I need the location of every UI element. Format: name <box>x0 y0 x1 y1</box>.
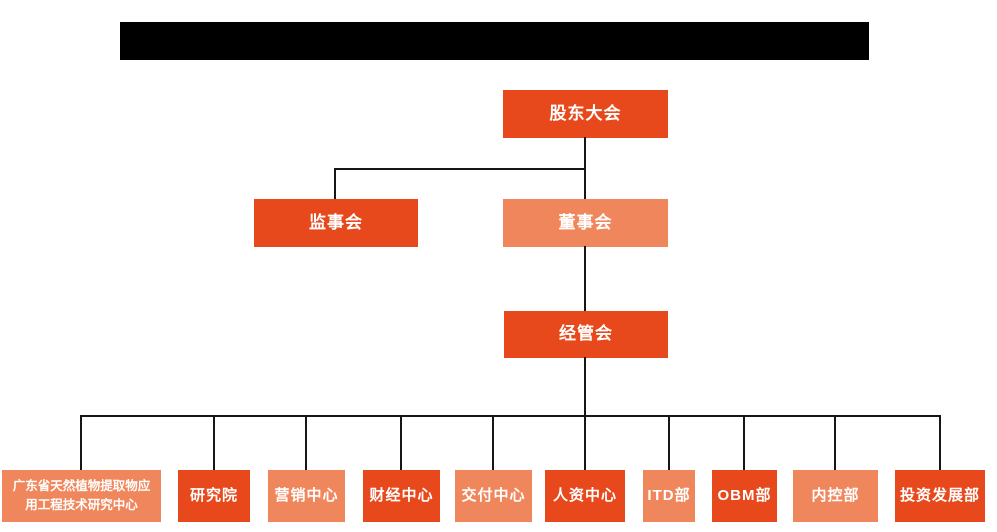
node-label: 营销中心 <box>274 486 339 504</box>
node-label: 监事会 <box>309 212 363 232</box>
node-label: OBM部 <box>717 486 772 504</box>
connector-supervisory-drop <box>334 168 336 200</box>
connector-drop-marketing-center <box>305 415 307 470</box>
node-label: 经管会 <box>559 324 613 344</box>
connector-drop-investment-development-dept <box>939 415 941 470</box>
node-label: ITD部 <box>647 486 691 504</box>
connector-department-rail <box>81 415 941 417</box>
node-label: 内控部 <box>811 486 860 504</box>
connector-management-down <box>584 357 586 470</box>
node-label: 人资中心 <box>552 486 617 504</box>
connector-drop-obm-dept <box>743 415 745 470</box>
org-node-dept-obm: OBM部 <box>712 470 777 522</box>
org-node-dept-hr-center: 人资中心 <box>545 470 625 522</box>
node-label: 股东大会 <box>549 103 622 123</box>
connector-drop-delivery-center <box>492 415 494 470</box>
org-node-management-committee: 经管会 <box>504 311 668 358</box>
org-node-dept-finance-center: 财经中心 <box>363 470 440 522</box>
org-node-dept-marketing-center: 营销中心 <box>268 470 345 522</box>
connector-drop-research-institute <box>213 415 215 470</box>
node-label: 广东省天然植物提取物应用工程技术研究中心 <box>12 479 151 512</box>
connector-drop-internal-control-dept <box>834 415 836 470</box>
node-label: 董事会 <box>558 212 613 232</box>
org-node-dept-itd: ITD部 <box>643 470 695 522</box>
org-node-dept-research-center: 广东省天然植物提取物应用工程技术研究中心 <box>2 470 161 522</box>
connector-branch-horizontal <box>335 168 586 170</box>
connector-drop-finance-center <box>400 415 402 470</box>
node-label: 研究院 <box>189 486 238 504</box>
connector-board-to-management <box>584 246 586 312</box>
node-label: 投资发展部 <box>899 486 980 504</box>
org-node-supervisory-board: 监事会 <box>254 199 418 247</box>
redacted-title-bar <box>120 22 869 60</box>
org-node-dept-internal-control: 内控部 <box>793 470 878 522</box>
org-node-dept-research-institute: 研究院 <box>178 470 250 522</box>
connector-drop-itd-dept <box>668 415 670 470</box>
org-node-shareholders-meeting: 股东大会 <box>503 90 668 138</box>
connector-drop-research-center <box>80 415 82 470</box>
org-node-board-of-directors: 董事会 <box>503 199 668 247</box>
org-node-dept-investment-development: 投资发展部 <box>895 470 985 522</box>
node-label: 财经中心 <box>369 486 434 504</box>
org-node-dept-delivery-center: 交付中心 <box>455 470 532 522</box>
node-label: 交付中心 <box>461 486 526 504</box>
